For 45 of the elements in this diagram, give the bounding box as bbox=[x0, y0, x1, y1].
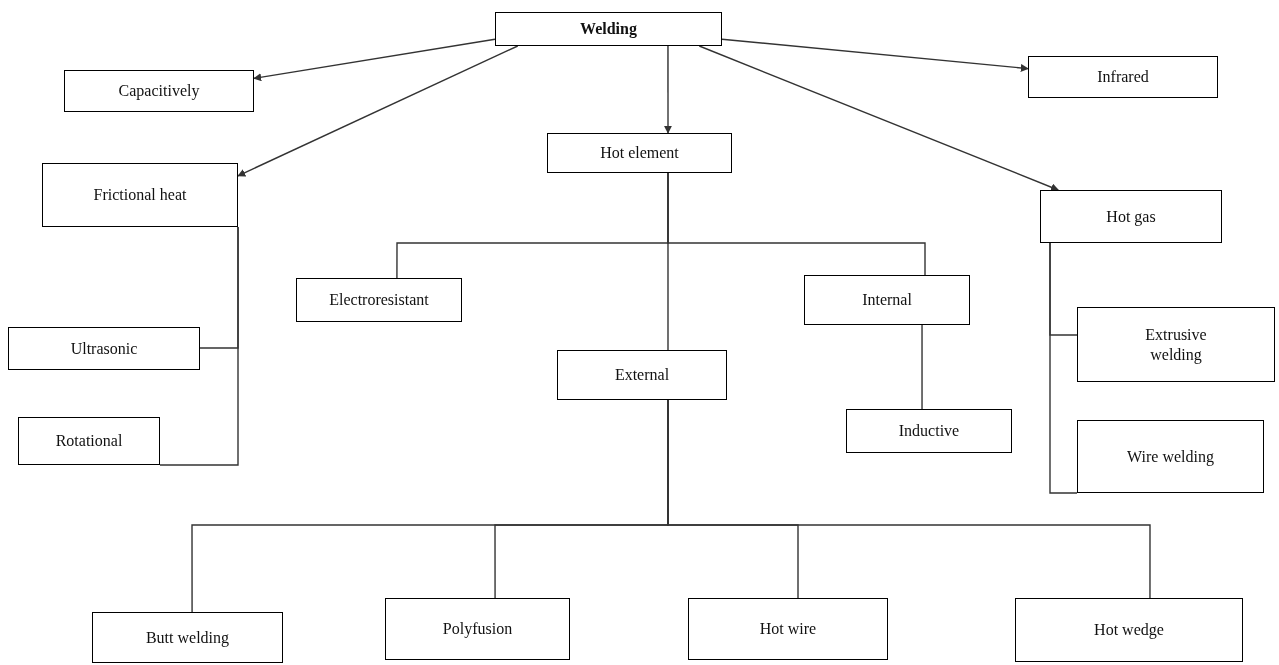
process-box bbox=[846, 409, 1012, 453]
process-box bbox=[495, 12, 722, 46]
box-label: Butt welding bbox=[145, 627, 230, 648]
box-label: Extrusive welding bbox=[1144, 324, 1208, 365]
box-label: Frictional heat bbox=[93, 185, 187, 205]
process-box bbox=[804, 275, 970, 325]
arrow bbox=[253, 38, 496, 82]
arrow bbox=[237, 45, 519, 177]
box-label: Polyfusion bbox=[442, 619, 513, 639]
process-box bbox=[1028, 56, 1218, 98]
process-box bbox=[1015, 598, 1243, 662]
process-box bbox=[64, 70, 254, 112]
process-box bbox=[1077, 307, 1275, 382]
process-box bbox=[557, 350, 727, 400]
process-box bbox=[8, 327, 200, 370]
box-label: Hot element bbox=[600, 143, 679, 163]
box-label: Hot wire bbox=[759, 619, 817, 639]
box-label: External bbox=[614, 365, 670, 385]
box-label: Capacitively bbox=[118, 81, 200, 101]
box-label: Wire welding bbox=[1127, 446, 1214, 467]
box-label: Electroresistant bbox=[329, 290, 429, 310]
box-label: Hot wedge bbox=[1094, 620, 1164, 640]
box-label: Infrared bbox=[1097, 67, 1149, 87]
connector-line bbox=[921, 324, 923, 410]
box-label: Welding bbox=[580, 19, 637, 39]
process-box bbox=[42, 163, 238, 227]
arrow bbox=[721, 38, 1029, 72]
arrow bbox=[664, 45, 672, 134]
process-box bbox=[547, 133, 732, 173]
box-label: Inductive bbox=[898, 421, 960, 441]
connector-line bbox=[1049, 242, 1078, 494]
process-box bbox=[1077, 420, 1264, 493]
box-label: Ultrasonic bbox=[70, 338, 138, 359]
box-label: Hot gas bbox=[1106, 206, 1156, 227]
process-box bbox=[92, 612, 283, 663]
process-box bbox=[1040, 190, 1222, 243]
process-box bbox=[296, 278, 462, 322]
box-label: Rotational bbox=[55, 431, 123, 451]
process-box bbox=[688, 598, 888, 660]
connector-line bbox=[667, 172, 669, 351]
connector-line bbox=[159, 226, 239, 466]
process-box bbox=[18, 417, 160, 465]
arrow bbox=[698, 45, 1059, 192]
process-box bbox=[385, 598, 570, 660]
box-label: Internal bbox=[862, 290, 912, 310]
